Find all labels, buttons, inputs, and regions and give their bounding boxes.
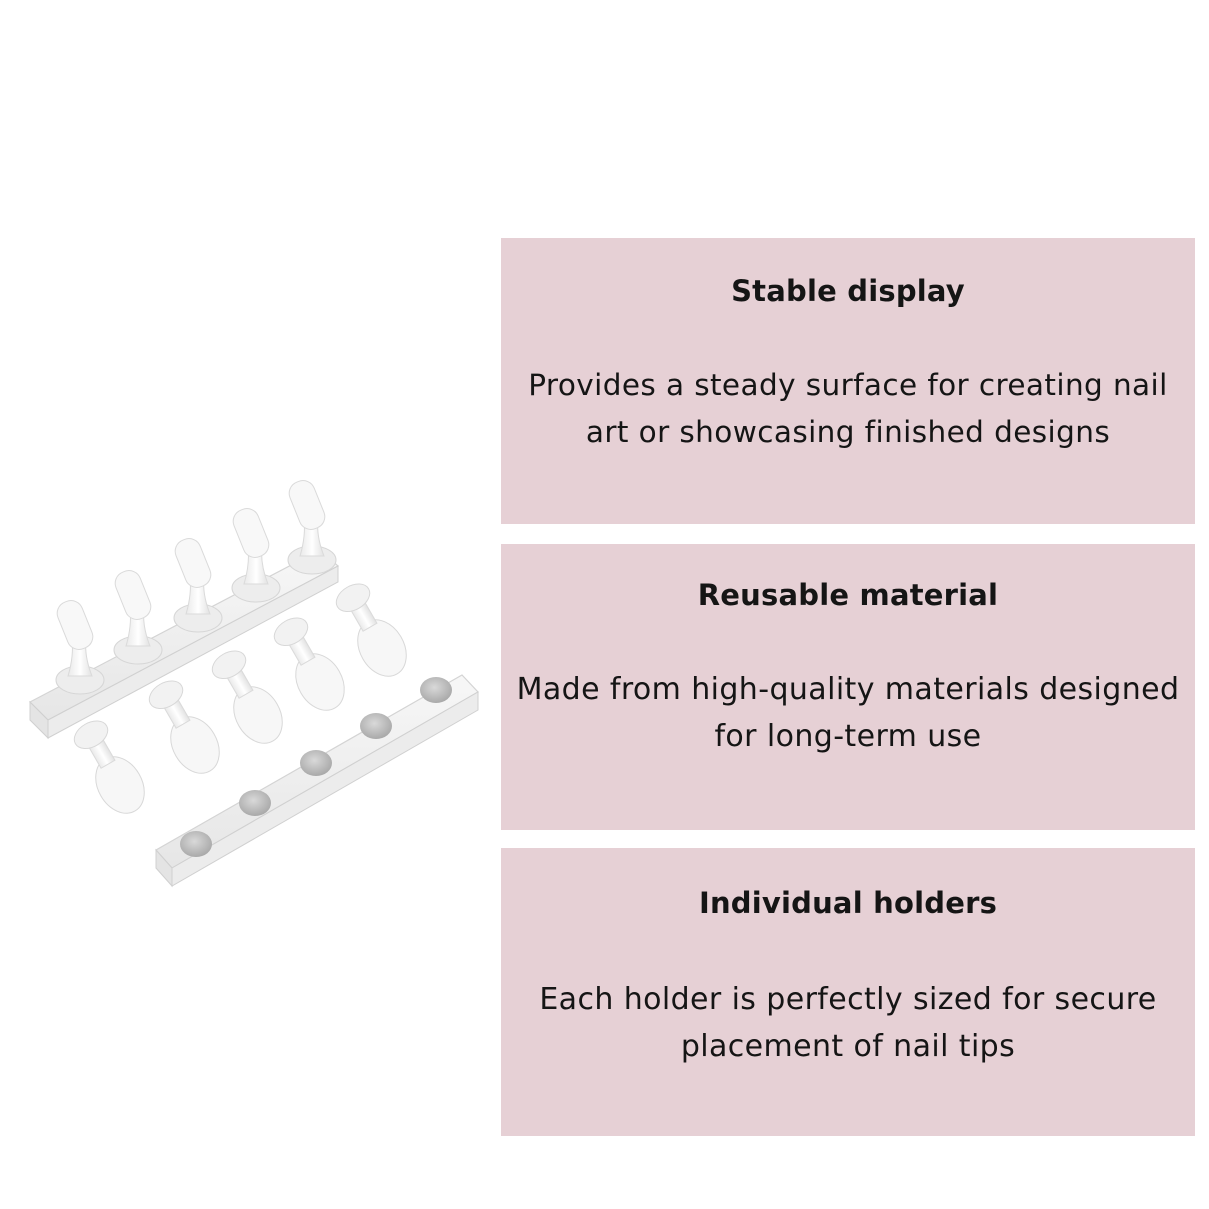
feature-title: Stable display — [731, 274, 965, 308]
feature-card-stable-display: Stable display Provides a steady surface… — [501, 238, 1195, 524]
feature-card-reusable-material: Reusable material Made from high-quality… — [501, 544, 1195, 830]
feature-description: Each holder is perfectly sized for secur… — [539, 982, 1157, 1064]
loose-holders — [73, 583, 407, 814]
product-image — [28, 480, 479, 888]
feature-card-individual-holders: Individual holders Each holder is perfec… — [501, 848, 1195, 1136]
feature-title: Reusable material — [697, 578, 999, 612]
front-acrylic-base — [155, 674, 479, 888]
standing-holders — [55, 480, 337, 695]
feature-description: Made from high-quality materials designe… — [516, 672, 1180, 754]
feature-title: Individual holders — [698, 886, 998, 920]
feature-description: Provides a steady surface for creating n… — [528, 368, 1168, 449]
